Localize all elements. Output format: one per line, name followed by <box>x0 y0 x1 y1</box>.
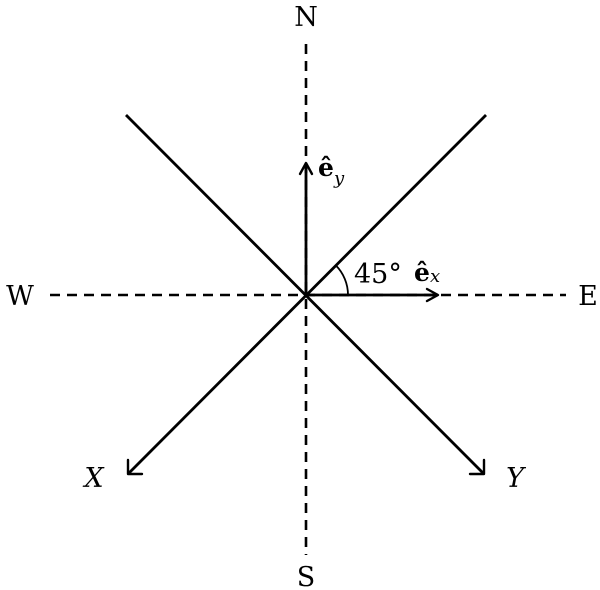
unit-vector-ey-symbol: ê <box>318 153 334 182</box>
unit-vector-ey-subscript: y <box>333 168 345 189</box>
east-label: E <box>578 281 598 312</box>
y-axis-label: Y <box>506 463 526 494</box>
west-label: W <box>6 281 34 312</box>
south-label: S <box>297 562 316 590</box>
north-label: N <box>294 2 318 33</box>
x-axis-label: X <box>82 463 105 494</box>
y-axis-arrowhead <box>468 458 486 476</box>
unit-vector-ey-label: ê y <box>318 153 345 189</box>
unit-vector-ex-label: ê x <box>414 258 440 287</box>
unit-vector-ex-subscript: x <box>430 266 440 287</box>
unit-vector-ey-arrowhead <box>298 161 314 176</box>
angle-label: 45° <box>354 259 402 290</box>
unit-vector-ex-symbol: ê <box>414 258 430 287</box>
angle-arc <box>335 264 349 296</box>
x-axis-arrowhead <box>126 458 144 476</box>
unit-vector-ex-arrowhead <box>425 287 440 303</box>
